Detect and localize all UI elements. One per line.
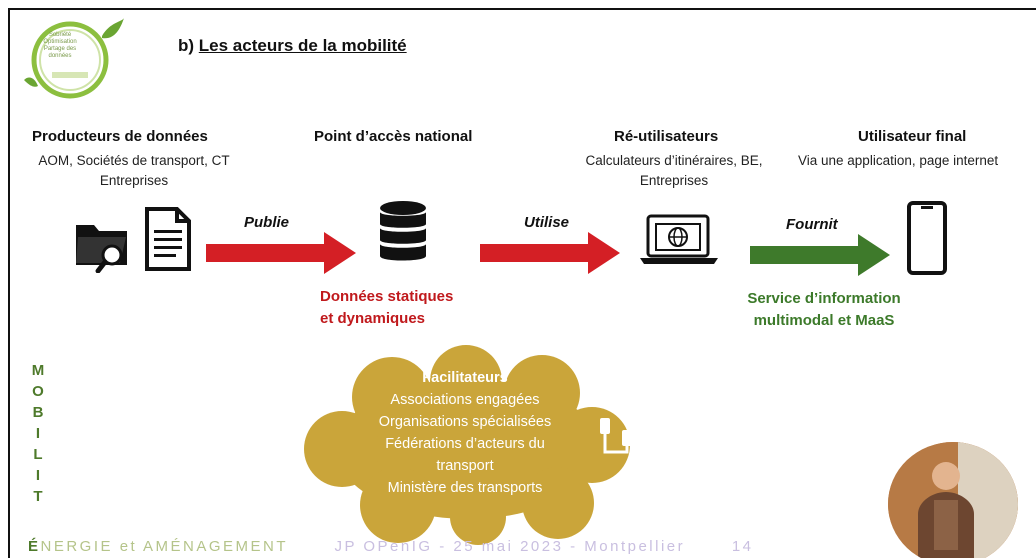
publie-arrow (206, 232, 356, 274)
fournit-arrow (750, 234, 890, 276)
sobriete-logo (24, 18, 124, 99)
page-number: 14 (731, 538, 754, 555)
cloud-item: Fédérations d’acteurs du (385, 436, 545, 452)
folder-search-icon (76, 225, 127, 273)
publie-label: Publie (244, 214, 290, 231)
footer-e-letter: É (28, 538, 41, 555)
smartphone-icon (907, 201, 947, 275)
footer: ÉNERGIE et AMÉNAGEMENT JP OPenIG - 25 ma… (28, 538, 754, 555)
utilise-label: Utilise (524, 214, 570, 231)
logo-text: Sobriété Optimisation Partage des donnée… (43, 32, 77, 59)
reutilisateurs-sub2: Entreprises (639, 173, 709, 188)
producteurs-sub1: AOM, Sociétés de transport, CT (38, 153, 230, 168)
facilitateurs-list: Facilitateurs Associations engagées Orga… (340, 367, 590, 499)
cloud-item: Ministère des transports (387, 480, 543, 496)
footer-left: NERGIE et AMÉNAGEMENT (40, 538, 288, 555)
database-icon (380, 201, 426, 261)
facilitateurs-heading: Facilitateurs (422, 370, 508, 386)
fournit-label: Fournit (786, 216, 838, 233)
laptop-globe-icon (640, 214, 718, 264)
service-caption: Service d’information multimodal et MaaS (747, 290, 901, 329)
utilise-arrow (480, 232, 620, 274)
footer-event: JP OPenIG - 25 mai 2023 - Montpellier (334, 538, 686, 555)
presenter-video (888, 442, 1018, 558)
vertical-mobilite: M O B I L I T (31, 362, 45, 505)
heading-point-acces: Point d’accès national (314, 128, 473, 145)
cloud-item: Associations engagées (390, 392, 540, 408)
usb-plug-icon (600, 418, 632, 454)
cloud-item: Organisations spécialisées (378, 414, 552, 430)
facilitateurs-cloud (304, 345, 630, 545)
utilisateur-sub1: Via une application, page internet (798, 153, 999, 168)
heading-reutilisateurs: Ré-utilisateurs (614, 128, 719, 145)
slide: Sobriété Optimisation Partage des donnée… (8, 8, 1036, 558)
document-icon (145, 207, 191, 271)
donnees-caption: Données statiques et dynamiques (320, 288, 454, 327)
producteurs-sub2: Entreprises (99, 173, 169, 188)
slide-title: b) Les acteurs de la mobilité (178, 36, 407, 55)
heading-utilisateur-final: Utilisateur final (858, 128, 967, 145)
heading-producteurs: Producteurs de données (32, 128, 208, 145)
reutilisateurs-sub1: Calculateurs d’itinéraires, BE, (585, 153, 763, 168)
cloud-item: transport (436, 458, 494, 474)
